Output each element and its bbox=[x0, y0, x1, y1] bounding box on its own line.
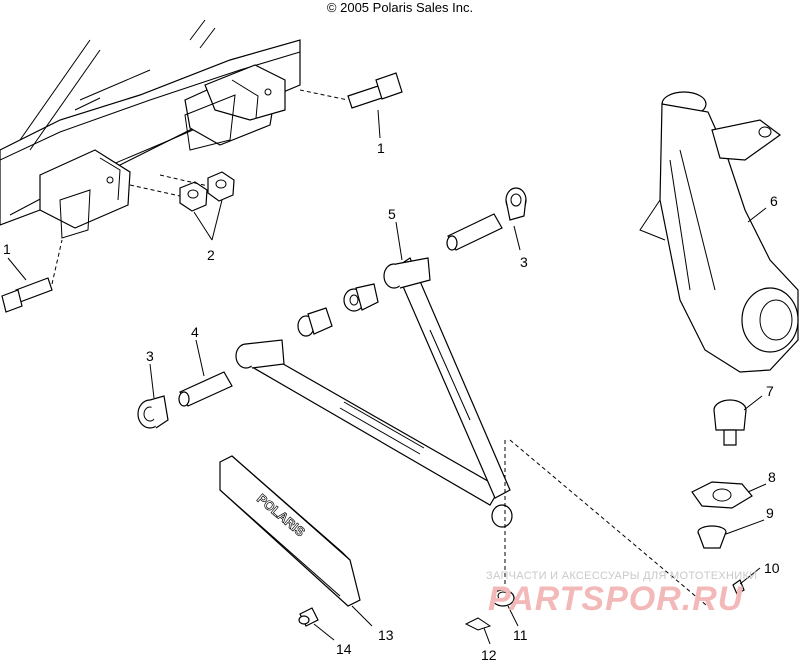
callout-castle-nut: 11 bbox=[513, 627, 528, 643]
sleeve-right bbox=[446, 213, 503, 251]
callout-spindle: 6 bbox=[770, 193, 778, 209]
callout-plate: 8 bbox=[768, 469, 776, 485]
callout-bushing-right: 3 bbox=[520, 254, 528, 270]
mounting-plate bbox=[691, 481, 753, 509]
callout-a-arm: 5 bbox=[388, 206, 396, 222]
callout-bolt-lower: 1 bbox=[3, 241, 11, 257]
bushing-left bbox=[137, 395, 169, 429]
callout-nuts: 2 bbox=[207, 247, 215, 263]
callout-sleeve: 4 bbox=[191, 324, 199, 340]
bolt-lower bbox=[1, 239, 63, 313]
castle-nut bbox=[491, 589, 515, 607]
frame-assembly bbox=[0, 19, 301, 239]
copyright-notice: © 2005 Polaris Sales Inc. bbox=[326, 0, 474, 15]
a-arm bbox=[235, 257, 513, 528]
callout-labels: 1 1 2 3 3 4 5 6 7 8 9 10 11 12 13 14 bbox=[3, 140, 780, 663]
bushing-right bbox=[505, 187, 527, 221]
watermark-logo: PARTSPOR.RU bbox=[488, 580, 744, 618]
sleeve-left bbox=[178, 371, 233, 407]
callout-cotter-small: 10 bbox=[764, 560, 780, 576]
callout-cotter-pin: 12 bbox=[481, 647, 497, 663]
callout-ball-joint: 7 bbox=[766, 383, 774, 399]
centerline-dashed bbox=[504, 439, 713, 611]
dust-boot bbox=[697, 525, 727, 549]
callout-boot: 9 bbox=[766, 505, 774, 521]
cotter-pin bbox=[464, 617, 492, 631]
fastener-rivet bbox=[298, 607, 319, 627]
steering-spindle bbox=[639, 91, 799, 373]
callout-guard: 13 bbox=[378, 627, 394, 643]
callout-bushing-left: 3 bbox=[146, 348, 154, 364]
a-arm-guard: POLARIS bbox=[219, 455, 361, 607]
ball-joint bbox=[713, 399, 747, 446]
watermark-tagline: ЗАПЧАСТИ И АКСЕССУАРЫ ДЛЯ МОТОТЕХНИКИ bbox=[486, 570, 758, 582]
flange-nuts bbox=[129, 171, 235, 212]
leader-lines bbox=[7, 109, 767, 645]
callout-bolt-upper: 1 bbox=[377, 140, 385, 156]
bolt-upper bbox=[299, 72, 403, 109]
callout-rivet: 14 bbox=[336, 641, 352, 657]
pivot-bushings-center bbox=[297, 283, 379, 337]
